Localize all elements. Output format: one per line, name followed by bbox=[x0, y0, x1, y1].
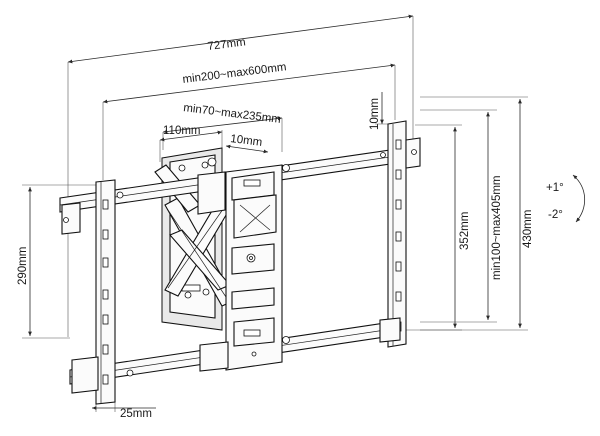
right-vertical-rail bbox=[379, 120, 421, 348]
label-height-rail: 352mm bbox=[459, 212, 471, 250]
label-rail-width: 25mm bbox=[120, 408, 152, 420]
tilt-up-label: +1° bbox=[546, 182, 564, 194]
label-gap-top: 10mm bbox=[369, 98, 381, 130]
dimension-height-range bbox=[420, 109, 497, 323]
tilt-arc-icon bbox=[572, 174, 586, 223]
label-width-range: min200~max600mm bbox=[182, 61, 287, 86]
carriage-plate bbox=[225, 164, 283, 371]
label-width-total: 727mm bbox=[207, 36, 247, 53]
tilt-indicator: +1° -2° bbox=[546, 174, 586, 223]
label-arm-range: min70~max235mm bbox=[183, 102, 282, 126]
label-height-range: min100~max405mm bbox=[491, 175, 503, 280]
dimension-height-total bbox=[420, 96, 528, 331]
dimension-plate-width bbox=[159, 130, 223, 162]
pivot-bracket bbox=[197, 157, 229, 372]
dimension-height-left bbox=[22, 184, 110, 339]
label-height-left: 290mm bbox=[17, 247, 29, 285]
dimension-width-range bbox=[102, 63, 396, 180]
label-plate-width: 110mm bbox=[163, 125, 201, 137]
tilt-down-label: -2° bbox=[548, 209, 563, 221]
left-vertical-rail bbox=[61, 179, 116, 405]
dimension-gap-small bbox=[225, 144, 269, 154]
label-height-total: 430mm bbox=[522, 210, 534, 248]
label-gap-small: 10mm bbox=[230, 133, 263, 149]
